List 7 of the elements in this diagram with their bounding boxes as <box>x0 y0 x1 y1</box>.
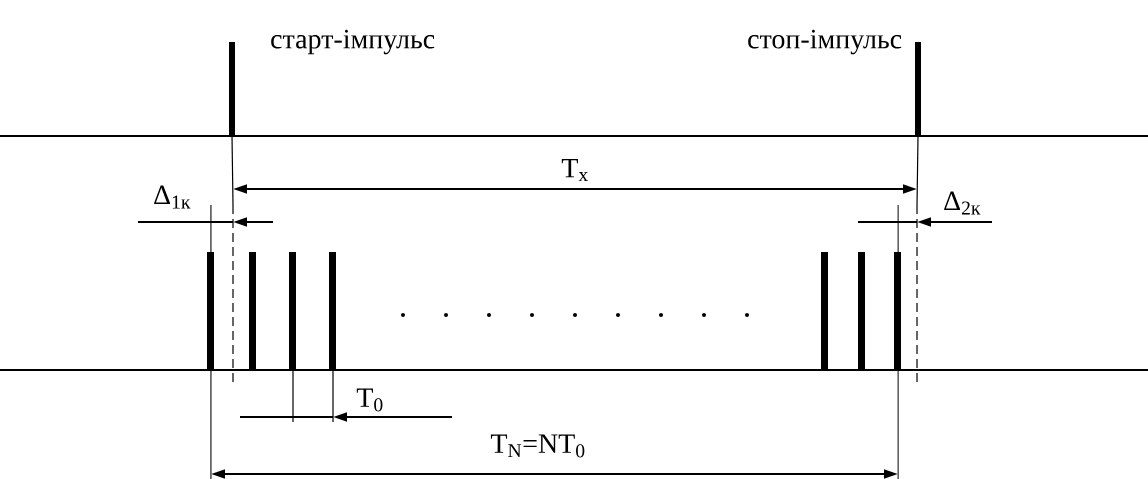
dimension-label: T$_{N}$=NT$_{0}$ <box>490 434 585 458</box>
dimension-label: T$_{0}$ <box>356 388 383 412</box>
dimension-label: T$_{x}$ <box>561 158 588 182</box>
dimension-label: Δ$_{1к}$ <box>154 185 191 209</box>
pulse-label: стоп-імпульс <box>748 29 902 55</box>
dimension-label: Δ$_{2к}$ <box>944 191 981 215</box>
pulse-label: старт-імпульс <box>271 29 435 55</box>
